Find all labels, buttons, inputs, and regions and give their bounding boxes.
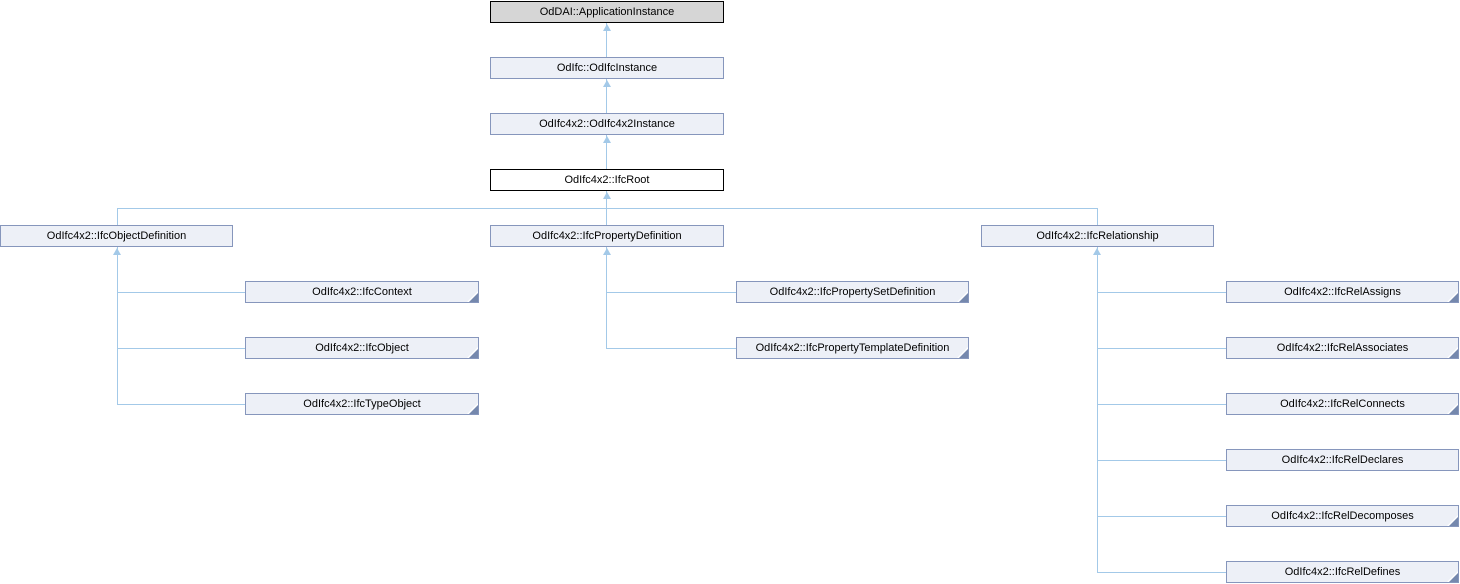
edge-branch-reldefines xyxy=(1097,572,1226,573)
edge-odifc4x2instance-ifcroot xyxy=(606,135,607,169)
node-odifc4x2-ifcreldecomposes[interactable]: OdIfc4x2::IfcRelDecomposes xyxy=(1226,505,1459,527)
node-odifc4x2-ifcrelassigns[interactable]: OdIfc4x2::IfcRelAssigns xyxy=(1226,281,1459,303)
edge-objectdefinition-trunk xyxy=(117,247,118,404)
inheritance-arrow-icon xyxy=(603,80,611,87)
edge-drop-ifcrelationship xyxy=(1097,208,1098,225)
edge-propertydefinition-trunk xyxy=(606,247,607,348)
node-odifc4x2-odifc4x2instance[interactable]: OdIfc4x2::OdIfc4x2Instance xyxy=(490,113,724,135)
inheritance-arrow-icon xyxy=(603,248,611,255)
edge-branch-propertytemplatedefinition xyxy=(606,348,736,349)
inheritance-arrow-icon xyxy=(1093,248,1101,255)
edge-appinstance-odifcinstance xyxy=(606,23,607,57)
node-odifc4x2-ifcreldeclares[interactable]: OdIfc4x2::IfcRelDeclares xyxy=(1226,449,1459,471)
edge-branch-ifctypeobject xyxy=(117,404,245,405)
edge-branch-reldecomposes xyxy=(1097,516,1226,517)
edge-odifcinstance-odifc4x2instance xyxy=(606,79,607,113)
node-odifc4x2-ifcreldefines[interactable]: OdIfc4x2::IfcRelDefines xyxy=(1226,561,1459,583)
edge-branch-ifcobject xyxy=(117,348,245,349)
node-odifc4x2-ifcpropertydefinition[interactable]: OdIfc4x2::IfcPropertyDefinition xyxy=(490,225,724,247)
node-odifc4x2-ifcroot: OdIfc4x2::IfcRoot xyxy=(490,169,724,191)
node-odifc4x2-ifcrelationship[interactable]: OdIfc4x2::IfcRelationship xyxy=(981,225,1214,247)
inheritance-arrow-icon xyxy=(603,136,611,143)
edge-branch-ifccontext xyxy=(117,292,245,293)
node-odifc4x2-ifcpropertysetdefinition[interactable]: OdIfc4x2::IfcPropertySetDefinition xyxy=(736,281,969,303)
inheritance-arrow-icon xyxy=(603,24,611,31)
edge-drop-ifcobjectdefinition xyxy=(117,208,118,225)
node-odifc4x2-ifctypeobject[interactable]: OdIfc4x2::IfcTypeObject xyxy=(245,393,479,415)
node-odifc4x2-ifcrelconnects[interactable]: OdIfc4x2::IfcRelConnects xyxy=(1226,393,1459,415)
inheritance-arrow-icon xyxy=(603,192,611,199)
node-odifc4x2-ifcobject[interactable]: OdIfc4x2::IfcObject xyxy=(245,337,479,359)
edge-branch-relconnects xyxy=(1097,404,1226,405)
node-odifc-odifcinstance[interactable]: OdIfc::OdIfcInstance xyxy=(490,57,724,79)
node-odifc4x2-ifcpropertytemplatedefinition[interactable]: OdIfc4x2::IfcPropertyTemplateDefinition xyxy=(736,337,969,359)
edge-ifcroot-children-rail xyxy=(117,208,1097,209)
edge-branch-relassigns xyxy=(1097,292,1226,293)
node-odifc4x2-ifccontext[interactable]: OdIfc4x2::IfcContext xyxy=(245,281,479,303)
edge-branch-relassociates xyxy=(1097,348,1226,349)
edge-branch-propertysetdefinition xyxy=(606,292,736,293)
edge-branch-reldeclares xyxy=(1097,460,1226,461)
node-oddai-applicationinstance: OdDAI::ApplicationInstance xyxy=(490,1,724,23)
inheritance-arrow-icon xyxy=(113,248,121,255)
edge-relationship-trunk xyxy=(1097,247,1098,572)
node-odifc4x2-ifcrelassociates[interactable]: OdIfc4x2::IfcRelAssociates xyxy=(1226,337,1459,359)
node-odifc4x2-ifcobjectdefinition[interactable]: OdIfc4x2::IfcObjectDefinition xyxy=(0,225,233,247)
